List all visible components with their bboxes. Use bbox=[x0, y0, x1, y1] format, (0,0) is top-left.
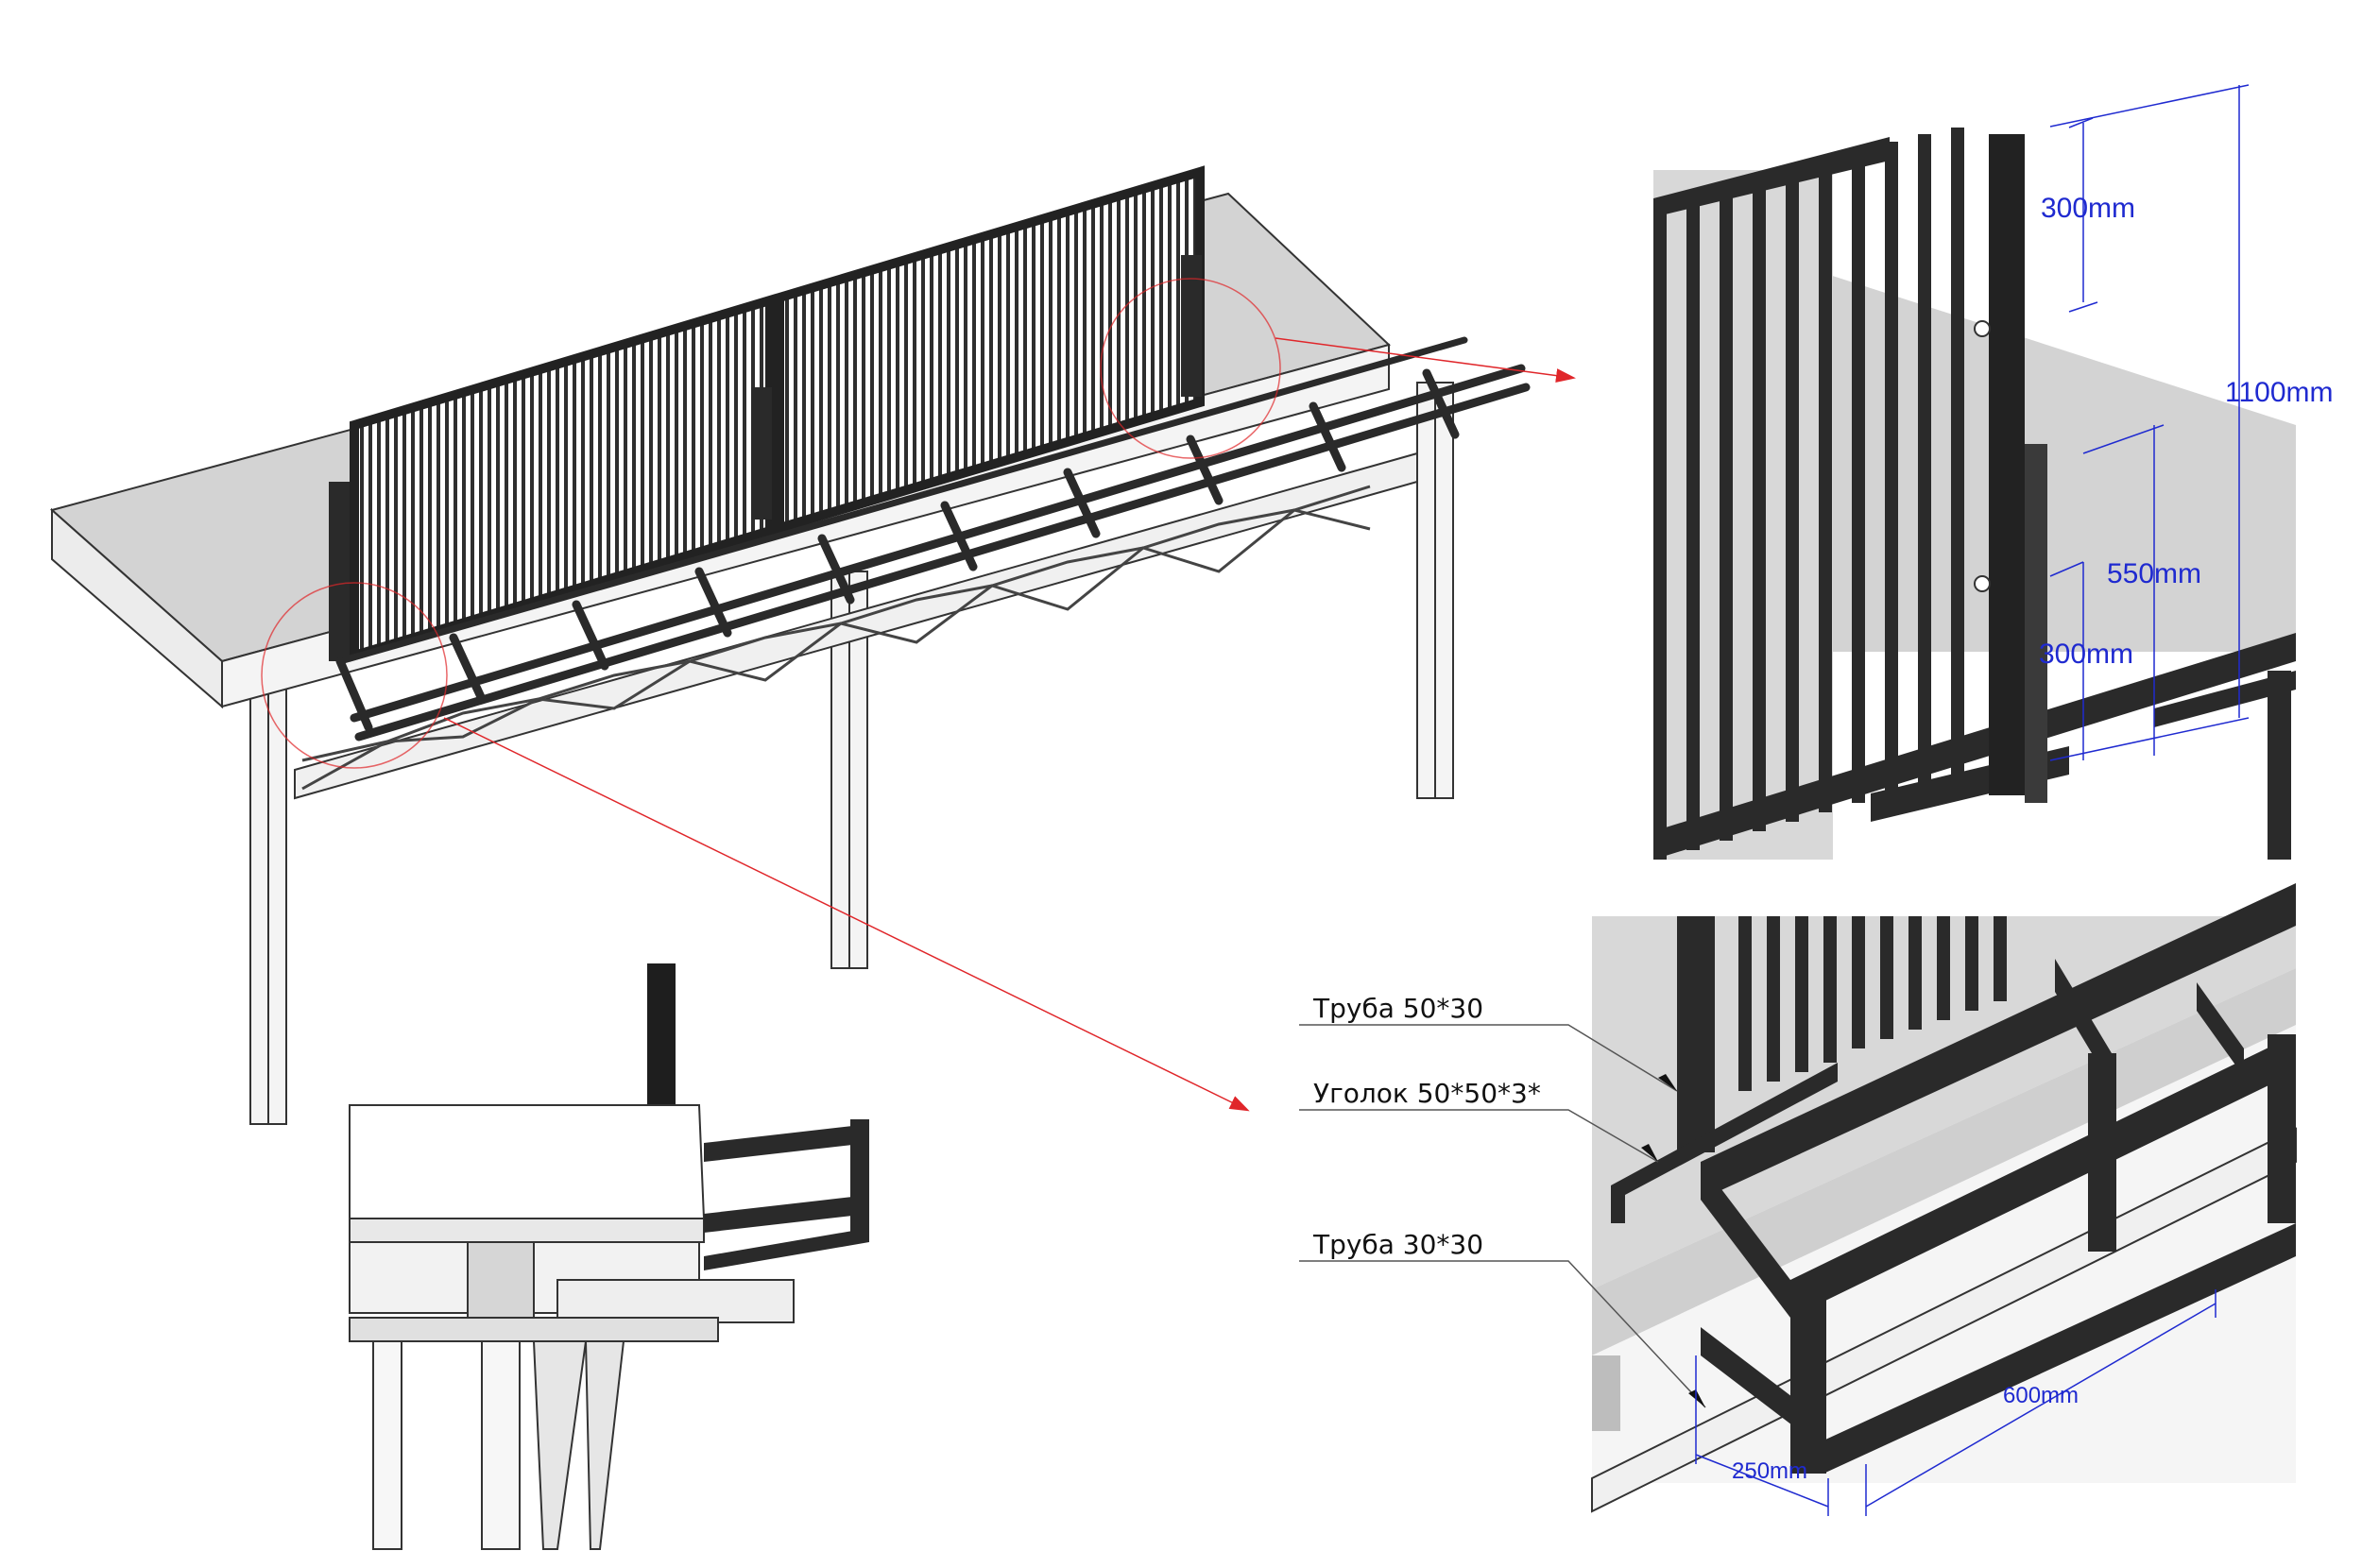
label-angle-50x50x3: Уголок 50*50*3* bbox=[1313, 1078, 1541, 1109]
dimension-550: 550mm bbox=[2107, 558, 2201, 589]
detail-slab-edge-drawing bbox=[349, 963, 869, 1550]
dimension-bottom-300: 300mm bbox=[2039, 639, 2133, 670]
railing-panel bbox=[647, 963, 676, 1129]
cantilever-frame bbox=[704, 1119, 869, 1270]
dimension-height-1100: 1100mm bbox=[2225, 377, 2334, 408]
railing-panel bbox=[329, 165, 1205, 662]
label-pipe-30x30: Труба 30*30 bbox=[1312, 1229, 1483, 1260]
truss-bracing bbox=[301, 485, 1371, 791]
angle-profile bbox=[1611, 1063, 1838, 1223]
callout bbox=[261, 278, 1576, 1112]
cantilever-frame bbox=[1701, 883, 2296, 1474]
detail-height-drawing: 300mm 1100mm 550mm 300mm bbox=[1653, 84, 2334, 860]
main-view-drawing bbox=[49, 165, 1576, 1125]
steel-beam bbox=[349, 1241, 795, 1342]
main-view bbox=[28, 94, 1578, 1125]
anchor-bolt bbox=[1974, 320, 1991, 592]
detail-height-view: 300mm 1100mm 550mm 300mm bbox=[1653, 28, 2334, 860]
steel-column bbox=[372, 1340, 625, 1550]
detail-frame-drawing: Труба 50*30 Уголок 50*50*3* Труба 30*30 … bbox=[1299, 883, 2297, 1516]
label-pipe-50x30: Труба 50*30 bbox=[1312, 993, 1483, 1024]
dimension-600: 600mm bbox=[2003, 1383, 2079, 1408]
dimension-top-300: 300mm bbox=[2041, 193, 2135, 224]
railing-panel bbox=[1677, 916, 2007, 1152]
concrete-slab bbox=[349, 1104, 706, 1243]
detail-slab-edge-view bbox=[340, 954, 888, 1550]
detail-frame-view: Труба 50*30 Уголок 50*50*3* Труба 30*30 … bbox=[1299, 883, 2297, 1525]
dimension-250: 250mm bbox=[1732, 1458, 1807, 1484]
cantilever-frame bbox=[335, 336, 1531, 741]
railing-panel bbox=[1653, 128, 2047, 860]
